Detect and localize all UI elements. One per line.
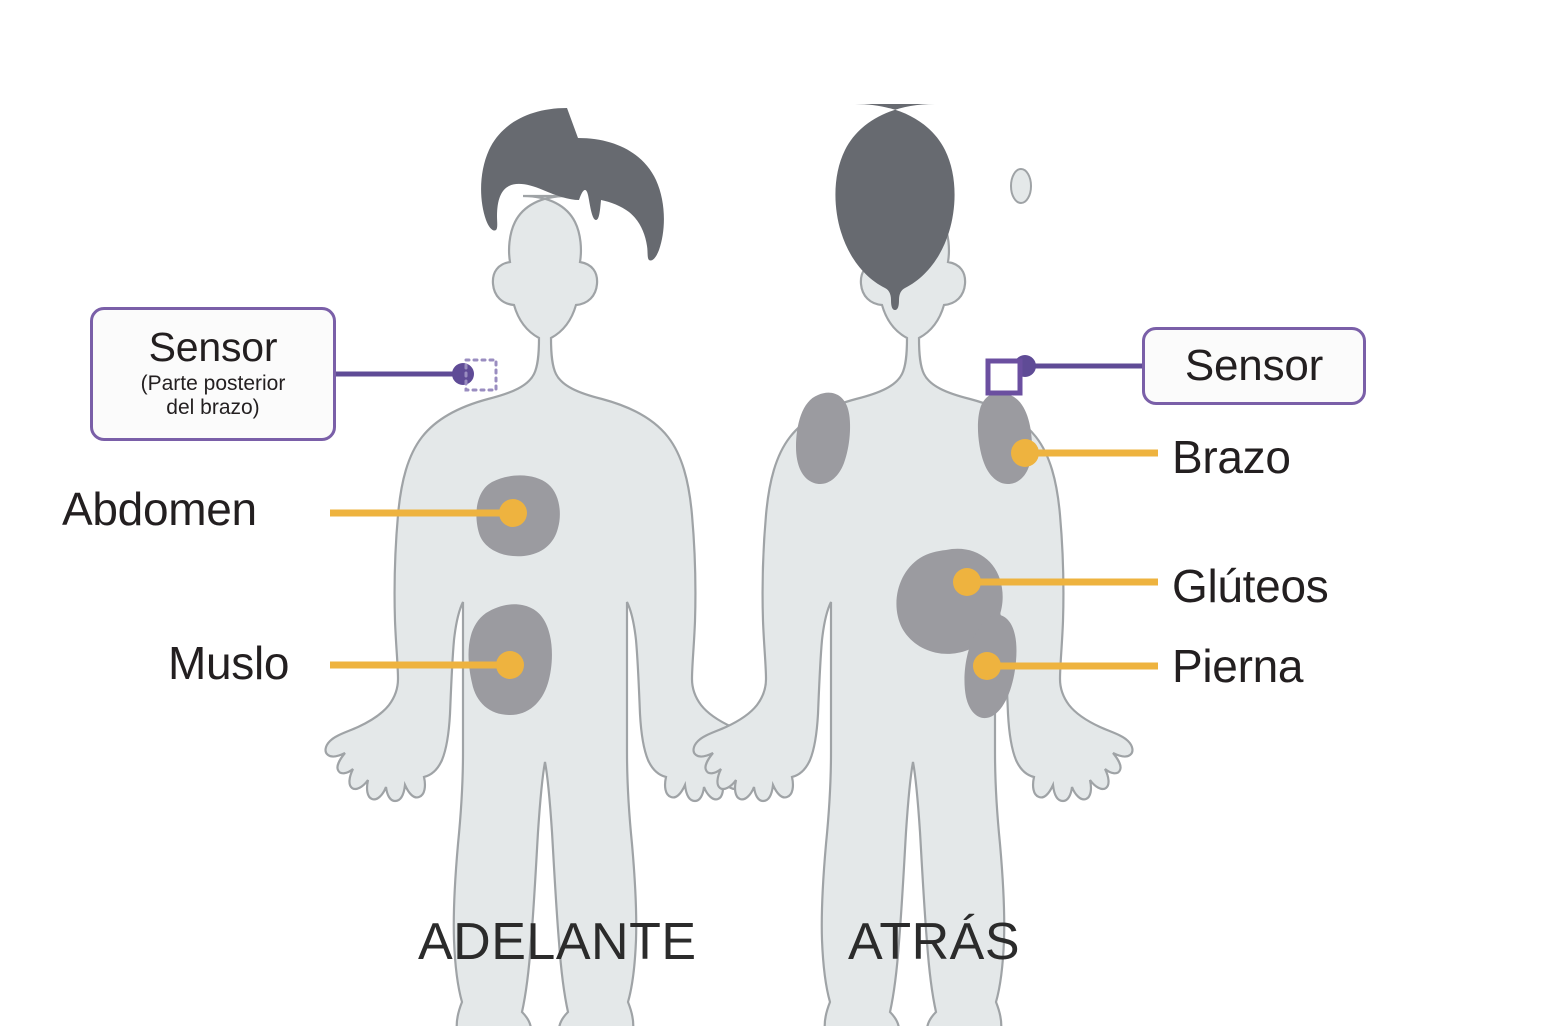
leader-muslo — [330, 651, 524, 679]
leader-pierna — [973, 652, 1158, 680]
sensor-marker-dashed — [464, 358, 498, 392]
callout-sensor-front[interactable]: Sensor (Parte posterior del brazo) — [90, 307, 336, 441]
sensor-marker-solid — [985, 358, 1023, 396]
site-label-gluteos: Glúteos — [1172, 560, 1329, 612]
callout-sensor-front-title: Sensor — [148, 323, 278, 370]
site-label-brazo: Brazo — [1172, 431, 1291, 483]
leader-brazo — [1011, 439, 1158, 467]
view-caption-front: ADELANTE — [418, 913, 697, 971]
leader-gluteos — [953, 568, 1158, 596]
leader-sensor-front — [336, 358, 498, 392]
site-label-muslo: Muslo — [168, 637, 290, 689]
site-label-pierna: Pierna — [1172, 640, 1304, 692]
callout-sensor-front-subtitle: (Parte posterior del brazo) — [141, 372, 286, 422]
leader-endpoint-dot — [499, 499, 527, 527]
callout-subtitle-line-2: del brazo) — [166, 396, 260, 420]
leader-abdomen — [330, 499, 527, 527]
callout-sensor-back-title: Sensor — [1184, 340, 1324, 390]
leader-endpoint-dot — [1011, 439, 1039, 467]
leader-endpoint-dot — [953, 568, 981, 596]
site-label-abdomen: Abdomen — [62, 483, 257, 535]
callout-sensor-back[interactable]: Sensor — [1142, 327, 1366, 405]
leader-endpoint-dot — [973, 652, 1001, 680]
site-patch-arm-left — [796, 392, 851, 485]
callout-subtitle-line-1: (Parte posterior — [140, 371, 286, 395]
leader-endpoint-dot — [496, 651, 524, 679]
leader-endpoint-dot — [452, 363, 474, 385]
view-caption-back: ATRÁS — [848, 913, 1021, 971]
leader-sensor-back — [985, 355, 1142, 396]
